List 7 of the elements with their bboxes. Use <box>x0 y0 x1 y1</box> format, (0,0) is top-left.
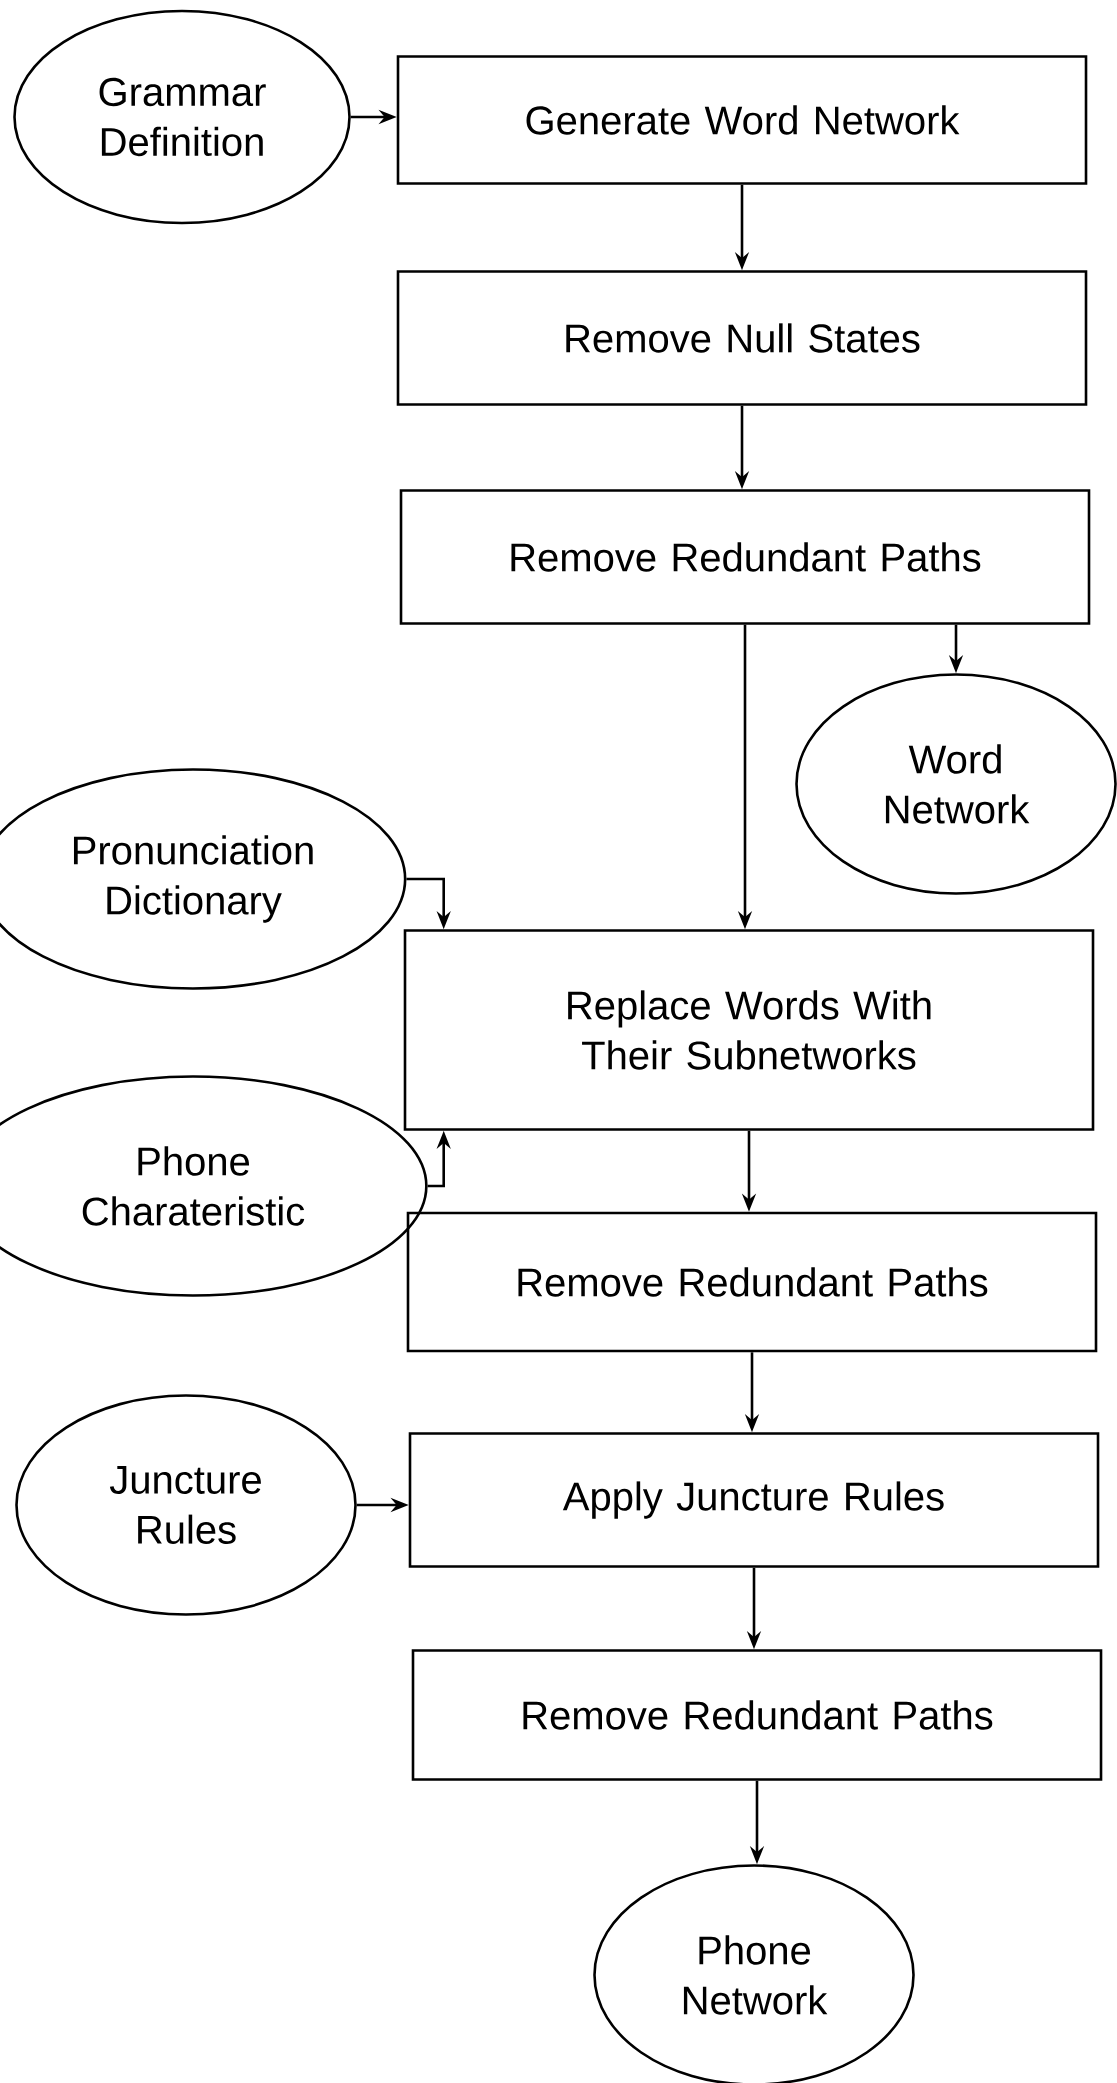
process-box: Apply Juncture Rules <box>408 1432 1100 1568</box>
process-box: Remove Redundant Paths <box>399 489 1091 625</box>
process-box: Remove Redundant Paths <box>406 1211 1098 1353</box>
process-box: Remove Null States <box>396 270 1088 406</box>
process-box: Remove Redundant Paths <box>411 1649 1103 1781</box>
process-box: Generate Word Network <box>396 55 1088 185</box>
process-box: Replace Words With Their Subnetworks <box>403 929 1095 1131</box>
